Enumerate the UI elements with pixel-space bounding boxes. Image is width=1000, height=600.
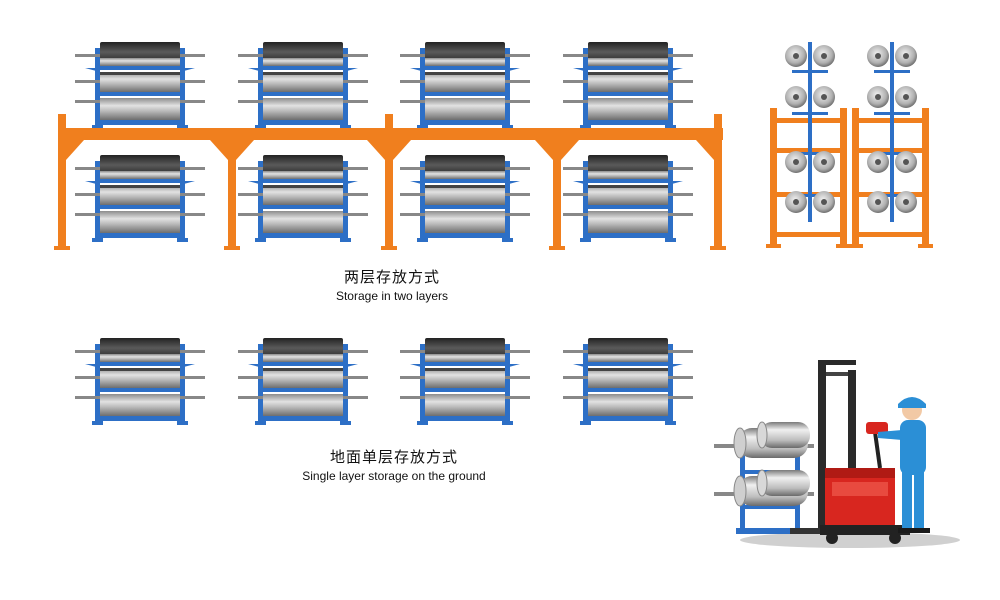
two-layer-title-en: Storage in two layers (335, 289, 449, 303)
roll-rack-icon (75, 338, 205, 425)
electric-stacker-forklift-icon (714, 360, 960, 548)
two-layer-title-cn: 两层存放方式 (343, 268, 440, 286)
two-layer-storage (54, 42, 726, 250)
roll-rack-icon (238, 155, 368, 242)
roll-rack-icon (238, 338, 368, 425)
worker-figure (878, 397, 930, 533)
roll-rack-icon (563, 338, 693, 425)
orange-support-frame (54, 114, 726, 250)
vertical-roll-frame-icon (766, 42, 933, 248)
single-layer-storage (75, 338, 693, 425)
roll-rack-icon (563, 155, 693, 242)
roll-rack-icon (400, 338, 530, 425)
single-layer-caption: 地面单层存放方式 Single layer storage on the gro… (284, 446, 504, 483)
roll-rack-icon (400, 42, 530, 129)
roll-rack-icon (238, 42, 368, 129)
single-layer-title-en: Single layer storage on the ground (302, 469, 486, 483)
roll-rack-icon (563, 42, 693, 129)
roll-rack-icon (75, 155, 205, 242)
roll-rack-icon (400, 155, 530, 242)
single-layer-title-cn: 地面单层存放方式 (329, 448, 458, 466)
two-layer-caption: 两层存放方式 Storage in two layers (292, 266, 492, 303)
roll-rack-icon (75, 42, 205, 129)
